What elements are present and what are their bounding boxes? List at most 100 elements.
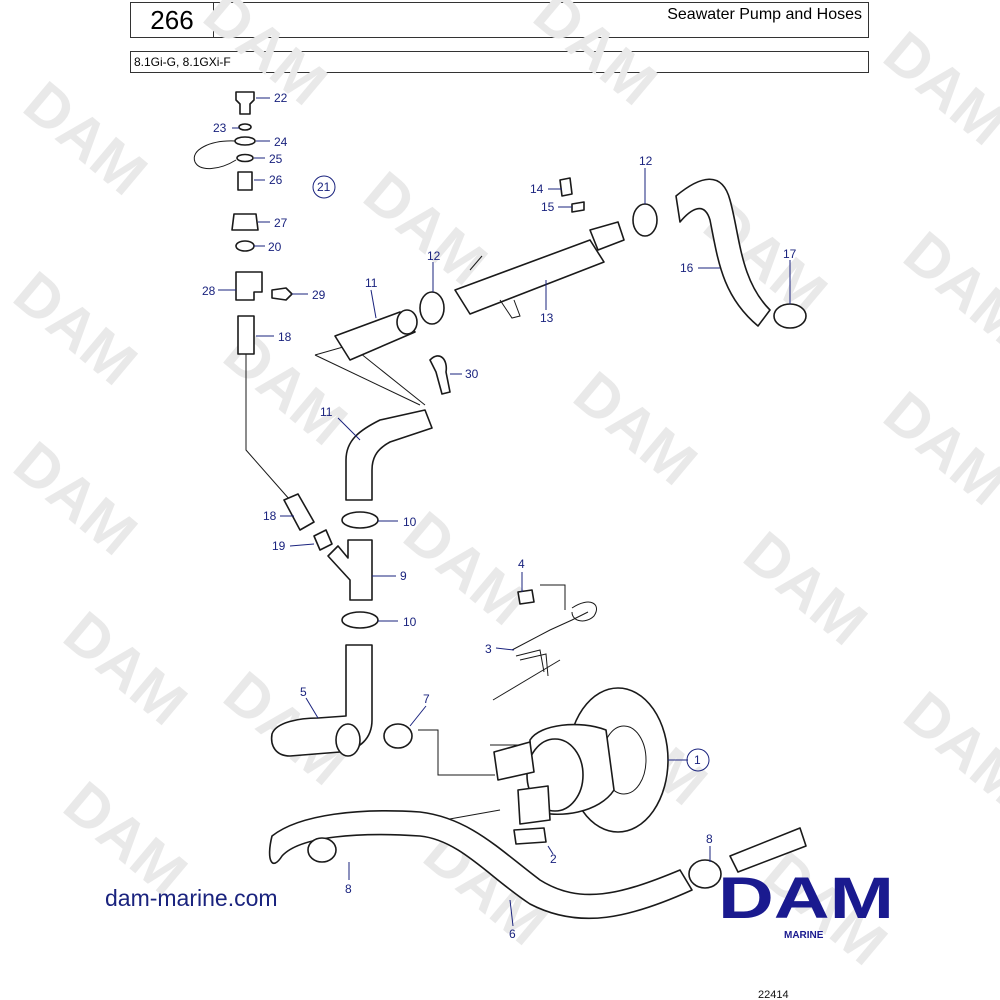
outlet-fitting (729, 827, 807, 873)
callout-12: 12 (639, 154, 653, 168)
hose-clamp (688, 859, 722, 889)
callout-16: 16 (680, 261, 694, 275)
watermark: DAM (872, 19, 1000, 158)
callout-17: 17 (783, 247, 797, 261)
watermark: DAM (872, 379, 1000, 518)
callout-5: 5 (300, 685, 307, 699)
hose-clamp (419, 291, 445, 325)
callout-3: 3 (485, 642, 492, 656)
hose-clamp-small (235, 240, 255, 252)
callout-9: 9 (400, 569, 407, 583)
tether-strap (193, 140, 237, 169)
watermark: DAM (2, 429, 150, 568)
bolt (271, 287, 293, 301)
callout-22: 22 (274, 91, 288, 105)
watermark: DAM (892, 679, 1000, 818)
callout-25: 25 (269, 152, 283, 166)
long-hose (268, 810, 693, 920)
small-hose (283, 493, 315, 531)
watermark: DAM (12, 69, 160, 208)
callout-28: 28 (202, 284, 216, 298)
callout-8: 8 (706, 832, 713, 846)
mounting-bolt (513, 827, 547, 845)
callout-18: 18 (278, 330, 292, 344)
callout-4: 4 (518, 557, 525, 571)
bolt (517, 589, 535, 605)
callout-labels: 22 23 24 25 26 2 1 27 20 28 29 18 11 12 1… (202, 91, 797, 941)
callout-20: 20 (268, 240, 282, 254)
callout-15: 15 (541, 200, 555, 214)
page-number: 266 (130, 2, 214, 38)
watermark: DAM (522, 0, 670, 118)
dam-logo: DAM (718, 866, 894, 931)
water-pipe (454, 239, 605, 315)
callout-13: 13 (540, 311, 554, 325)
hex-nut (231, 213, 259, 231)
cap (559, 177, 573, 197)
pump-outlet (517, 785, 551, 825)
callout-26: 26 (269, 173, 283, 187)
bracket (235, 271, 263, 301)
p-clip (429, 355, 451, 395)
page-title: Seawater Pump and Hoses (213, 2, 869, 38)
hose-end (396, 309, 418, 335)
watermark: DAM (732, 519, 880, 658)
curved-hose (675, 178, 771, 327)
elbow-hose (345, 409, 433, 501)
callout-2: 2 (550, 852, 557, 866)
callout-24: 24 (274, 135, 288, 149)
callout-1-circle (686, 748, 710, 772)
engine-models: 8.1Gi-G, 8.1GXi-F (130, 51, 869, 73)
callout-10: 10 (403, 615, 417, 629)
dam-logo-sub: MARINE (784, 930, 824, 941)
drain-pipe (511, 611, 589, 677)
callout-14: 14 (530, 182, 544, 196)
pipe-bracket (469, 255, 521, 319)
watermark: DAM (562, 359, 710, 498)
callout-6: 6 (509, 927, 516, 941)
watermark: DAM (892, 219, 1000, 358)
hose-clamp (632, 203, 658, 237)
hose-clamp (341, 611, 379, 629)
hose-connector (313, 529, 333, 551)
hose-end (335, 723, 361, 757)
pipe-loop (571, 601, 597, 622)
watermark: DAM (192, 0, 340, 118)
small-hose (237, 315, 255, 355)
pump-inlet (493, 741, 535, 781)
vent-plug (235, 91, 255, 115)
watermark: DAM (52, 599, 200, 738)
hose-clamp (383, 723, 413, 749)
callout-19: 19 (272, 539, 286, 553)
callout-12: 12 (427, 249, 441, 263)
watermark-layer: DAM DAM DAM DAM DAM DAM DAM DAM DAM DAM … (2, 0, 1000, 978)
callout-18: 18 (263, 509, 277, 523)
straight-hose (334, 311, 416, 361)
website-link[interactable]: dam-marine.com (105, 885, 278, 911)
callout-7: 7 (423, 692, 430, 706)
watermark: DAM (2, 259, 150, 398)
clip (571, 201, 585, 213)
callout-27: 27 (274, 216, 288, 230)
seal-washer (234, 136, 256, 146)
callout-30: 30 (465, 367, 479, 381)
callout-8: 8 (345, 882, 352, 896)
y-pipe (327, 539, 373, 601)
fitting-stack (193, 91, 293, 355)
callout-21-circle (312, 175, 336, 199)
callout-23: 23 (213, 121, 227, 135)
hose-clamp (341, 511, 379, 529)
callout-1: 1 (694, 753, 701, 767)
callout-leaders (218, 97, 791, 927)
callout-29: 29 (312, 288, 326, 302)
washer (236, 153, 254, 163)
callout-10: 10 (403, 515, 417, 529)
callout-11: 11 (320, 405, 333, 419)
hose-clamp (773, 303, 807, 329)
pipe-branch (589, 221, 625, 251)
image-number: 22414 (758, 989, 789, 1000)
callout-11: 11 (365, 276, 378, 290)
hose-clamp (307, 837, 337, 863)
o-ring (238, 123, 252, 131)
